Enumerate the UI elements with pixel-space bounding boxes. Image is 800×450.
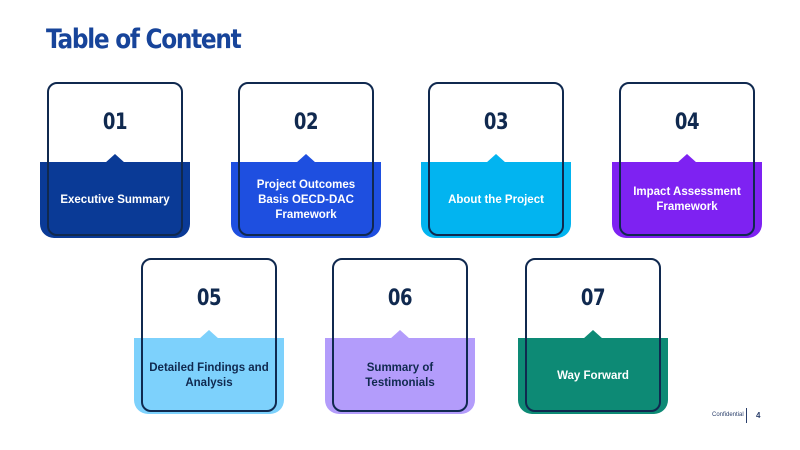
card-number: 06 [387,286,413,311]
card-number: 04 [674,110,700,135]
card-band: Way Forward [518,330,668,414]
card-notch [105,154,125,163]
card-band: Executive Summary [40,154,190,238]
card-label: Project Outcomes Basis OECD-DAC Framewor… [256,178,356,221]
card-band: Impact Assessment Framework [612,154,762,238]
card-notch [199,330,219,339]
toc-card-01[interactable]: 01 Executive Summary [40,82,190,238]
card-label: Summary of Testimonials [365,362,435,389]
card-notch [677,154,697,163]
card-notch [390,330,410,339]
card-notch [583,330,603,339]
toc-card-04[interactable]: 04 Impact Assessment Framework [612,82,762,238]
card-number: 01 [102,110,128,135]
card-label: Way Forward [557,369,629,382]
toc-card-06[interactable]: 06 Summary of Testimonials [325,258,475,414]
toc-card-07[interactable]: 07 Way Forward [518,258,668,414]
card-notch [296,154,316,163]
card-band: Summary of Testimonials [325,330,475,414]
toc-card-03[interactable]: 03 About the Project [421,82,571,238]
card-number: 07 [580,286,606,311]
card-number: 03 [483,110,509,135]
toc-card-05[interactable]: 05 Detailed Findings and Analysis [134,258,284,414]
card-band: Project Outcomes Basis OECD-DAC Framewor… [231,154,381,238]
card-number: 05 [196,286,222,311]
card-label: Detailed Findings and Analysis [149,362,269,389]
page-number: 4 [756,411,761,420]
card-band: Detailed Findings and Analysis [134,330,284,414]
page-title: Table of Content [46,24,242,55]
footer-divider [746,408,747,423]
card-label: Executive Summary [60,193,170,206]
card-number: 02 [293,110,319,135]
card-label: About the Project [448,193,544,206]
card-notch [486,154,506,163]
card-band: About the Project [421,154,571,238]
toc-card-02[interactable]: 02 Project Outcomes Basis OECD-DAC Frame… [231,82,381,238]
card-label: Impact Assessment Framework [633,186,741,213]
confidential-label: Confidential [712,412,744,418]
